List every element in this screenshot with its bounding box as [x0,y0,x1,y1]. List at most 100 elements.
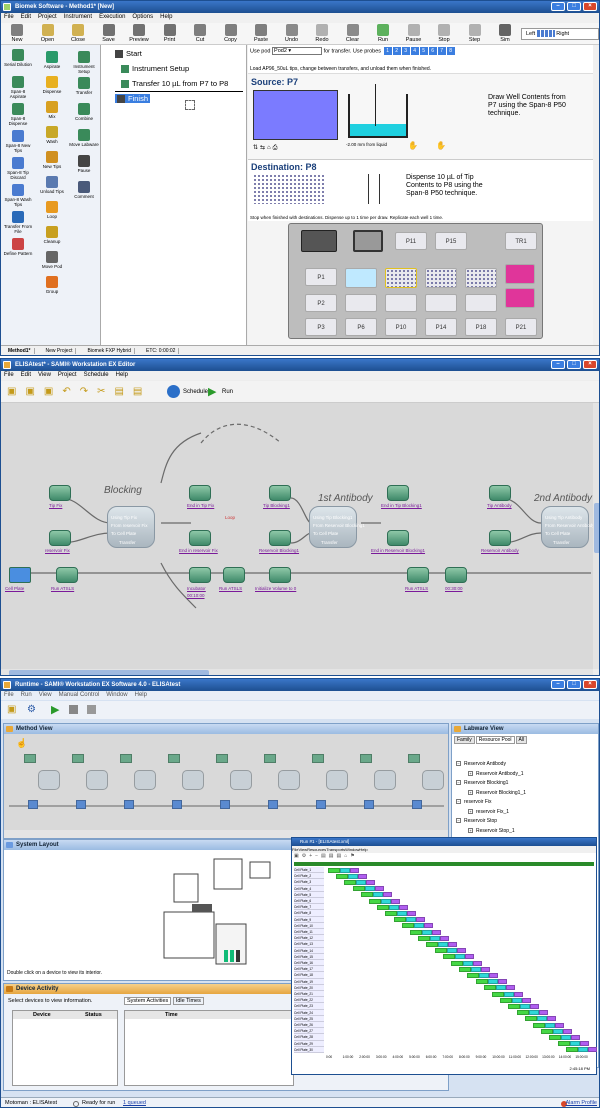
alarm-profile-link[interactable]: Alarm Profile [565,1100,597,1106]
probe-button-1[interactable]: 1 [383,47,392,56]
tree-toggle-icon[interactable]: − [456,761,461,766]
run-icon[interactable]: ▶ [208,386,217,398]
probe-button-6[interactable]: 6 [428,47,437,56]
horizontal-scrollbar[interactable] [1,669,593,675]
mini-node[interactable] [422,770,444,790]
workflow-node[interactable] [49,530,71,546]
palette-serial-dilution[interactable]: Serial Dilution [2,49,34,67]
menu-window[interactable]: Window [345,847,360,852]
menu-view[interactable]: View [298,847,308,852]
palette-new-tips[interactable]: New Tips [36,151,68,169]
menu-help[interactable]: Help [134,692,147,698]
labware-tab-1[interactable]: Resource Pool [475,736,515,744]
menu-run[interactable]: Run [20,692,32,698]
tree-leaf[interactable]: +Reservoir Stop_1 [454,827,594,837]
hand-icon-2[interactable]: ✋ [436,141,446,150]
deck-position-tr1[interactable]: TR1 [505,232,537,250]
probe-button-5[interactable]: 5 [419,47,428,56]
mini-node[interactable] [76,800,86,809]
palette-cleanup[interactable]: Cleanup [36,226,68,244]
plate-p8-dest[interactable] [465,268,497,288]
mini-node[interactable] [24,754,36,763]
tree-node[interactable]: −Reservoir Antibody [454,760,594,770]
palette-transfer-from-file[interactable]: Transfer From File [2,211,34,234]
menu-window[interactable]: Window [106,692,128,698]
tree-toggle-icon[interactable]: − [456,799,461,804]
pause-icon[interactable] [69,705,78,714]
workflow-node[interactable] [189,530,211,546]
activity-table[interactable]: Time [124,1010,294,1086]
step-1[interactable]: Instrument Setup [121,64,189,74]
tab-idle-times[interactable]: Idle Times [172,997,204,1005]
mini-node[interactable] [408,754,420,763]
palette-aspirate[interactable]: Aspirate [36,51,68,69]
mini-node[interactable] [72,754,84,763]
mini-node[interactable] [182,770,204,790]
print-button[interactable]: Print [156,24,184,43]
vertical-scrollbar[interactable] [593,403,599,669]
mini-node[interactable] [278,770,300,790]
probe-button-3[interactable]: 3 [401,47,410,56]
plate-p7-source[interactable] [425,268,457,288]
tree-leaf[interactable]: +Reservoir Blocking1_1 [454,789,594,799]
probe-button-8[interactable]: 8 [446,47,455,56]
workflow-node[interactable] [387,530,409,546]
workflow-node[interactable] [269,567,291,583]
probe-button-4[interactable]: 4 [410,47,419,56]
probe-button-7[interactable]: 7 [437,47,446,56]
menu-file[interactable]: File [4,692,14,698]
palette-group[interactable]: Group [36,276,68,294]
palette-loop[interactable]: Loop [36,201,68,219]
mini-node[interactable] [124,800,134,809]
step-0[interactable]: Start [115,49,142,59]
transfer-node[interactable] [541,506,589,548]
menu-edit[interactable]: Edit [20,372,32,378]
menu-instrument[interactable]: Instrument [63,14,93,20]
mini-node[interactable] [364,800,374,809]
undo-button[interactable]: Undo [278,24,306,43]
tree-node[interactable]: −Reservoir Stop [454,817,594,827]
plate-empty-3[interactable] [425,294,457,312]
deck-position-p1[interactable]: P1 [305,268,337,286]
tree-toggle-icon[interactable]: + [468,808,473,814]
tree-node[interactable]: −reservoir Fix [454,798,594,808]
menu-file[interactable]: File [4,372,14,378]
destination-wells[interactable] [253,174,325,204]
stop-button[interactable]: Stop [430,24,458,43]
workflow-node[interactable] [387,485,409,501]
sim-button[interactable]: Sim [491,24,519,43]
mini-node[interactable] [220,800,230,809]
clear-button[interactable]: Clear [339,24,367,43]
labware-tab-2[interactable]: All [515,736,528,744]
deck-position-p2[interactable]: P2 [305,294,337,312]
workflow-node[interactable] [445,567,467,583]
mini-node[interactable] [264,754,276,763]
palette-span-8-aspirate[interactable]: Span-8 Aspirate [2,76,34,99]
palette-move-pod[interactable]: Move Pod [36,251,68,269]
menu-project[interactable]: Project [38,14,57,20]
copy-button[interactable]: Copy [217,24,245,43]
tree-node[interactable]: −Reservoir Blocking1 [454,779,594,789]
run-icon[interactable]: ▶ [51,704,60,716]
menu-file[interactable]: File [292,847,299,852]
mini-node[interactable] [268,800,278,809]
mini-node[interactable] [326,770,348,790]
run-button[interactable]: Run [222,389,234,395]
mini-node[interactable] [120,754,132,763]
probe-button-2[interactable]: 2 [392,47,401,56]
step-button[interactable]: Step [461,24,489,43]
connect-icon[interactable]: ⚙ [27,704,36,715]
tree-leaf[interactable]: +Reservoir Antibody_1 [454,770,594,780]
menu-view[interactable]: View [38,692,52,698]
step-3[interactable]: Finish [115,94,151,104]
open-button[interactable]: Open [34,24,62,43]
close-button[interactable]: × [583,680,597,689]
tree-toggle-icon[interactable]: + [468,827,473,833]
tip-box-selected[interactable] [353,230,383,252]
mini-node[interactable] [134,770,156,790]
schedule-button[interactable]: Schedule [183,389,209,395]
open-icon[interactable]: ▣ [7,704,23,715]
deck-position-p15[interactable]: P15 [435,232,467,250]
palette-span-8-wash-tips[interactable]: Span-8 Wash Tips [2,184,34,207]
palette-dispense[interactable]: Dispense [36,76,68,94]
